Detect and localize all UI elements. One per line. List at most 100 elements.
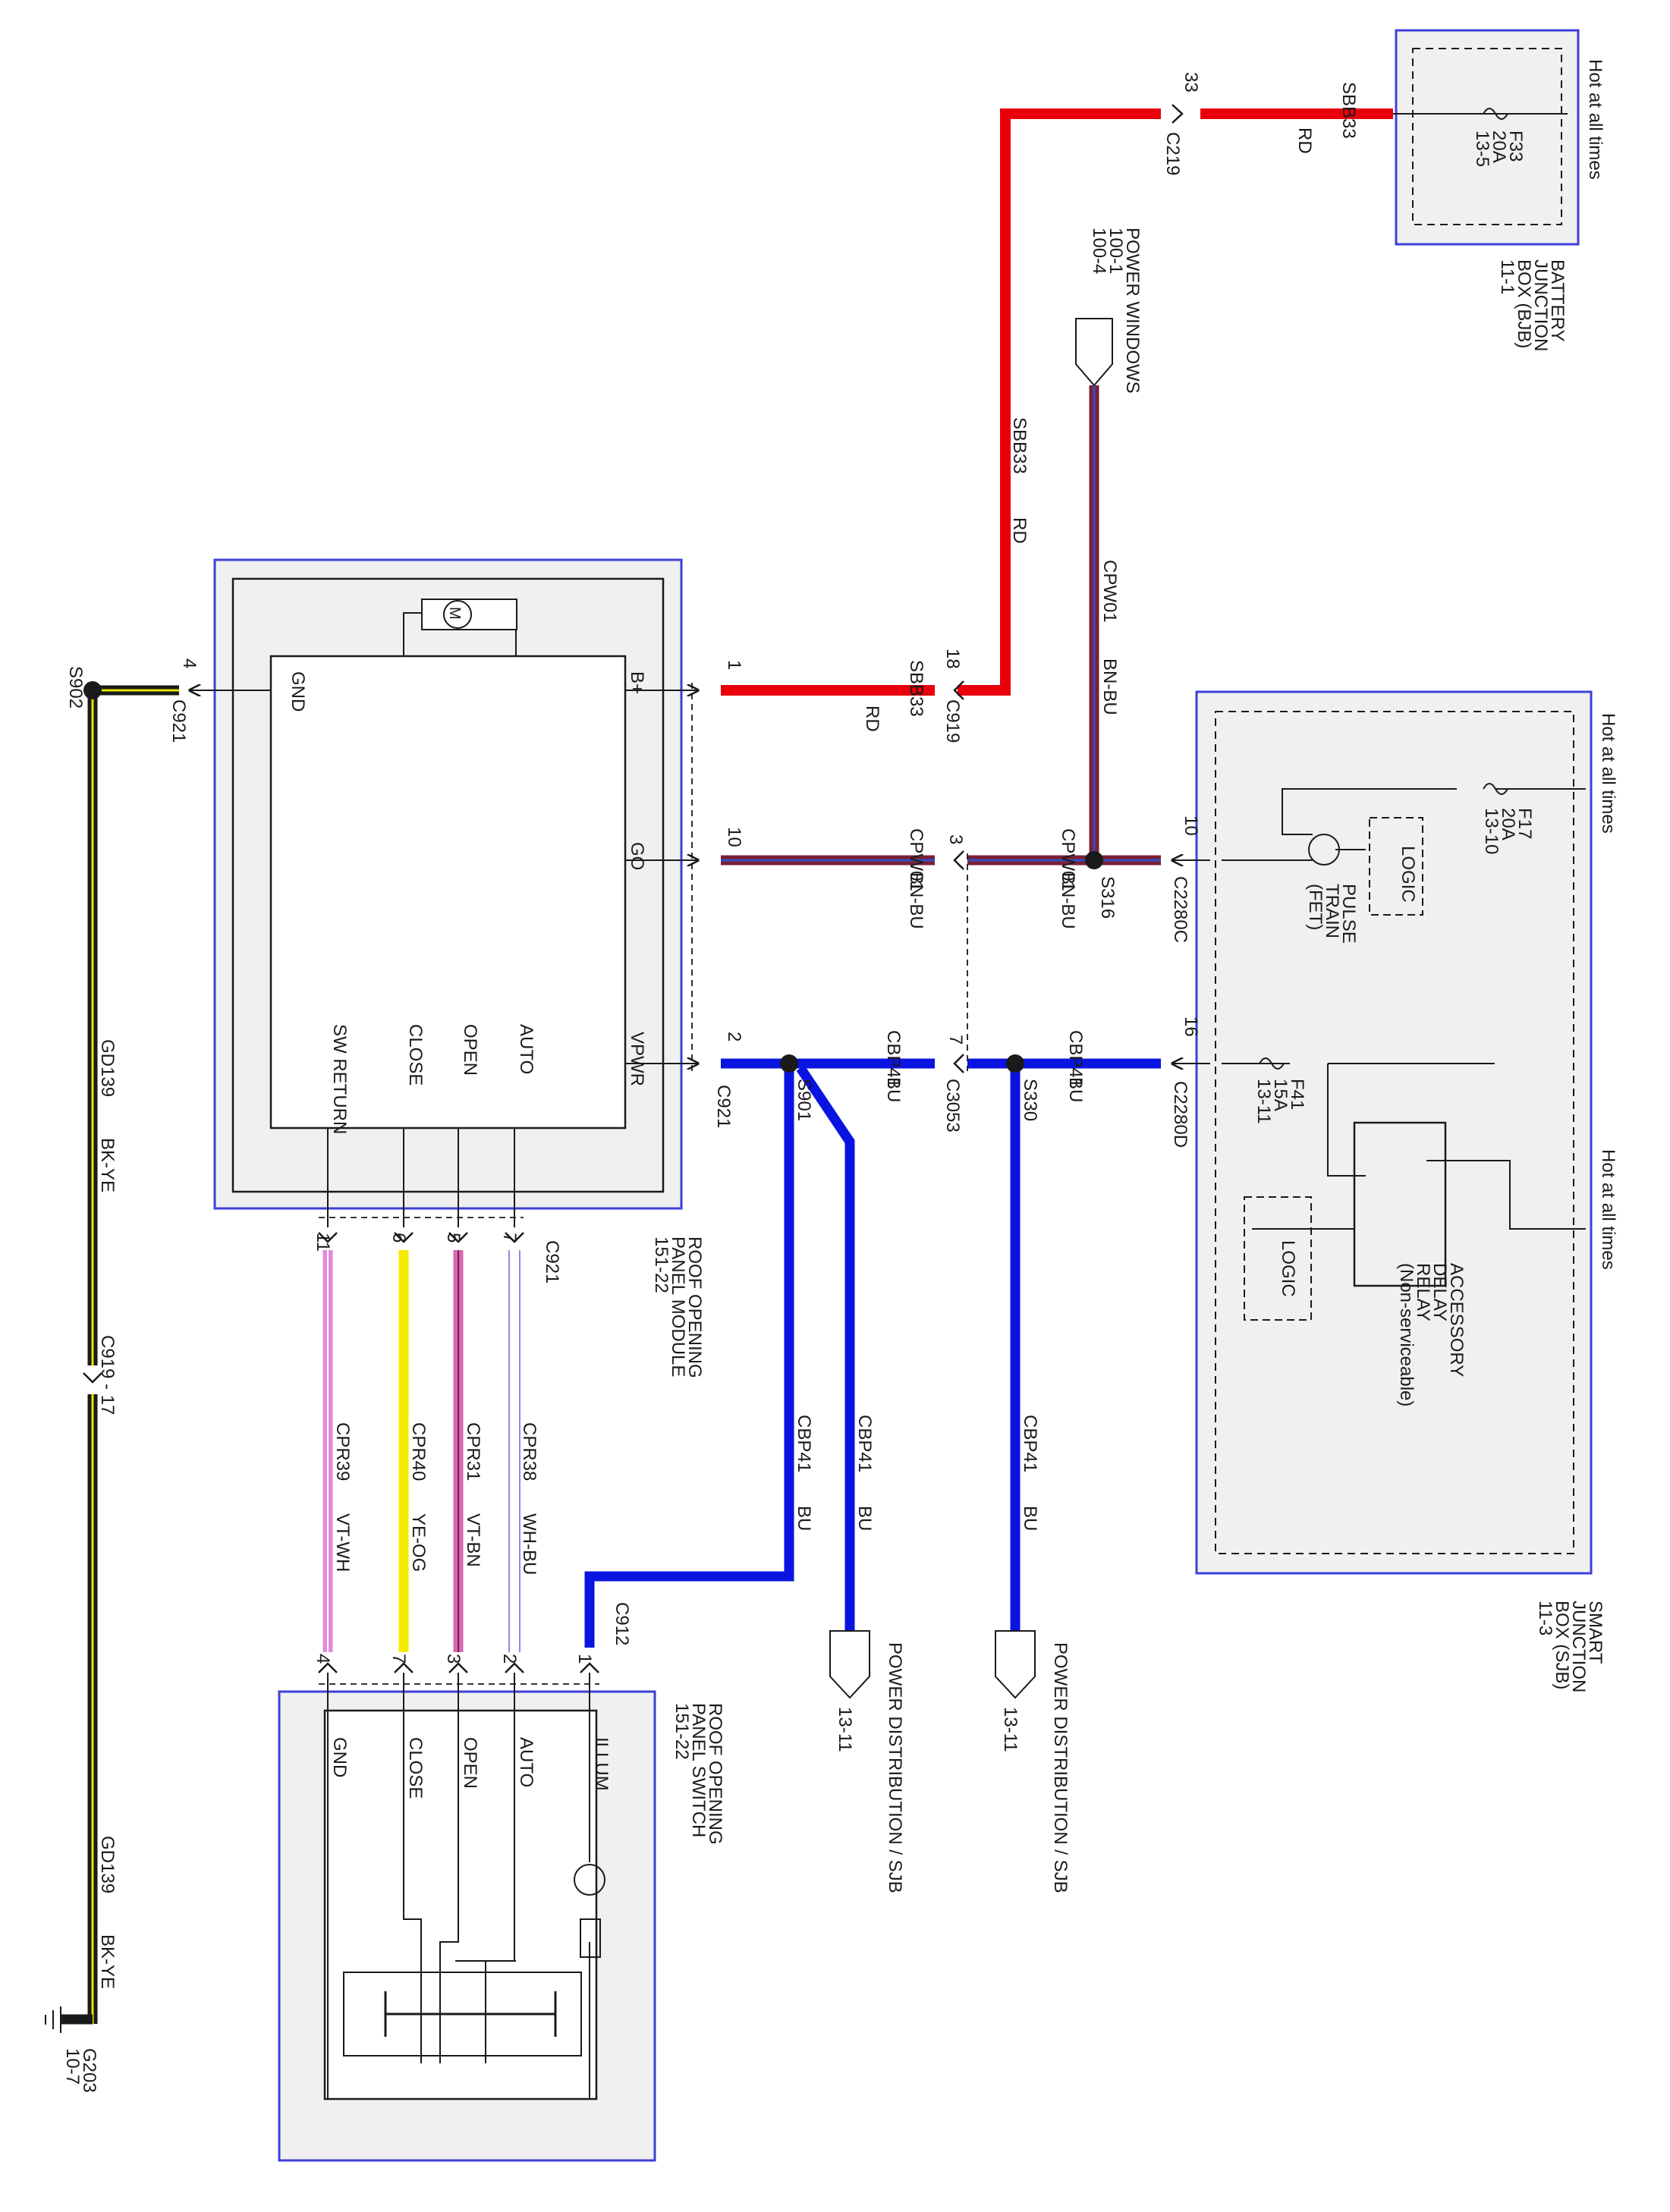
sjb-hot-label-2: Hot at all times — [1598, 1149, 1618, 1270]
bjb-hot-label: Hot at all times — [1585, 59, 1606, 180]
f41-name: F41 — [1287, 1079, 1307, 1110]
switch-name-2: PANEL SWITCH — [688, 1703, 709, 1837]
go-pin-module: 10 — [724, 827, 744, 847]
f17-rating: 20A — [1498, 808, 1518, 840]
pulse-1: PULSE — [1338, 884, 1359, 944]
c219-connector: C219 — [1162, 132, 1183, 175]
cpr31-color: VT-BN — [463, 1513, 483, 1567]
splice-s330 — [1006, 1054, 1024, 1073]
c912-pin-4: 4 — [313, 1654, 333, 1664]
logic-2: LOGIC — [1278, 1240, 1298, 1297]
cbp41-a-circuit: CBP41 — [794, 1415, 814, 1472]
go-color-a: BN-BU — [906, 872, 926, 929]
go-connector-sjb: C2280C — [1170, 876, 1190, 943]
relay-2: DELAY — [1429, 1263, 1450, 1321]
go-splice: S316 — [1097, 876, 1118, 919]
sjb-name-1: SMART — [1585, 1601, 1606, 1664]
sbb33-vert-color: RD — [1009, 517, 1030, 544]
module-box — [213, 558, 683, 1210]
module-open-pin: OPEN — [460, 1024, 480, 1076]
module-gnd-pin: GND — [288, 671, 308, 712]
cpr38-color: WH-BU — [519, 1513, 539, 1575]
sjb-internals — [1222, 788, 1586, 1287]
ground-symbol — [45, 2006, 61, 2033]
cpr40-circuit: CPR40 — [408, 1422, 429, 1481]
switch-gnd-pin: GND — [329, 1737, 350, 1777]
pulse-2: TRAIN — [1322, 884, 1342, 938]
splice-s902 — [83, 681, 102, 699]
vpwr-splice-b: S330 — [1020, 1079, 1040, 1121]
sjb-ref: 11-3 — [1535, 1601, 1555, 1635]
go-circuit-b: CPW01 — [1058, 828, 1078, 891]
c912-pin-1: 1 — [574, 1654, 595, 1664]
power-windows-pointer — [1075, 318, 1113, 387]
g203-ref: 10-7 — [62, 2048, 83, 2085]
motor-symbol — [421, 599, 517, 630]
gd139-color-2: BK-YE — [97, 1934, 118, 1989]
switch-name-1: ROOF OPENING — [705, 1703, 725, 1845]
cbp41-b-circuit: CBP41 — [854, 1415, 875, 1472]
f17-ref: 13-10 — [1481, 808, 1502, 854]
cbp41-b-color: BU — [854, 1506, 875, 1531]
wire-cbp41-c912 — [584, 1064, 794, 1648]
cbp41-c-color: BU — [1020, 1506, 1040, 1531]
vpwr-pin-sjb: 16 — [1181, 1016, 1201, 1037]
switch-ref: 151-22 — [671, 1703, 692, 1760]
gd139-circuit-2: GD139 — [97, 1836, 118, 1893]
switch-open-pin: OPEN — [460, 1737, 480, 1789]
fuse-symbols — [1259, 108, 1508, 1070]
c912-pin-3: 3 — [443, 1654, 464, 1664]
gnd-pin: 4 — [179, 658, 200, 668]
f33-rating: 20A — [1489, 130, 1509, 163]
module-vpwr-pin: VPWR — [627, 1032, 647, 1086]
power-windows-label: POWER WINDOWS — [1122, 228, 1143, 394]
relay-3: RELAY — [1413, 1263, 1433, 1321]
bplus-color: RD — [862, 705, 882, 732]
vpwr-pin-c3053: 7 — [945, 1035, 966, 1045]
vpwr-pin-module: 2 — [724, 1032, 744, 1042]
cbp41-a-color: BU — [794, 1506, 814, 1531]
f33-name: F33 — [1505, 130, 1526, 162]
cpw01-vert-circuit: CPW01 — [1099, 560, 1120, 623]
c921-pin-11: 11 — [313, 1233, 333, 1252]
bjb-ref: 11-1 — [1497, 259, 1517, 294]
c912-connector: C912 — [612, 1602, 632, 1645]
splice-s316 — [1085, 851, 1103, 869]
go-color-b: BN-BU — [1058, 872, 1078, 929]
bplus-circuit: SBB33 — [906, 660, 926, 717]
c919-pin: 18 — [942, 649, 963, 669]
switch-auto-pin: AUTO — [516, 1737, 536, 1787]
power-dist-pointer-1 — [829, 1630, 870, 1699]
pulse-train-symbol — [1244, 817, 1423, 1321]
g203-point: G203 — [79, 2048, 99, 2093]
module-motor-symbol: M — [446, 607, 463, 620]
relay-4: (Non-serviceable) — [1396, 1263, 1417, 1406]
switch-contact-block — [343, 1972, 582, 2056]
module-name-1: ROOF OPENING — [684, 1236, 705, 1378]
go-pin-c3053: 3 — [945, 834, 966, 844]
cpr40-color: YE-OG — [408, 1513, 429, 1572]
c921-pin-7: 7 — [499, 1233, 520, 1243]
power-windows-ref-1: 100-1 — [1105, 228, 1126, 274]
gnd-splice: S902 — [65, 666, 86, 709]
sjb-name-2: JUNCTION — [1568, 1601, 1589, 1692]
gnd-connector: C921 — [168, 699, 189, 743]
switch-inner-leads — [327, 1673, 590, 2099]
module-go-pin: GO — [627, 842, 647, 870]
wire-gd139-vertical — [61, 690, 98, 2025]
cpw01-vert-color: BN-BU — [1099, 658, 1120, 715]
vpwr-splice-a: S901 — [794, 1079, 814, 1121]
bplus-pin-module: 1 — [724, 660, 744, 670]
c912-pin-2: 2 — [499, 1654, 520, 1664]
wire-cbp41-pd1 — [796, 1065, 855, 1631]
gd139-color-1: BK-YE — [97, 1138, 118, 1192]
cbp41-c-circuit: CBP41 — [1020, 1415, 1040, 1472]
cpr38-circuit: CPR38 — [519, 1422, 539, 1481]
connector-arrows — [83, 104, 1184, 1673]
vpwr-color-a: BU — [883, 1077, 904, 1102]
power-dist-pointer-2 — [995, 1630, 1036, 1699]
go-circuit-a: CPW01 — [906, 828, 926, 891]
cpr39-circuit: CPR39 — [332, 1422, 353, 1481]
